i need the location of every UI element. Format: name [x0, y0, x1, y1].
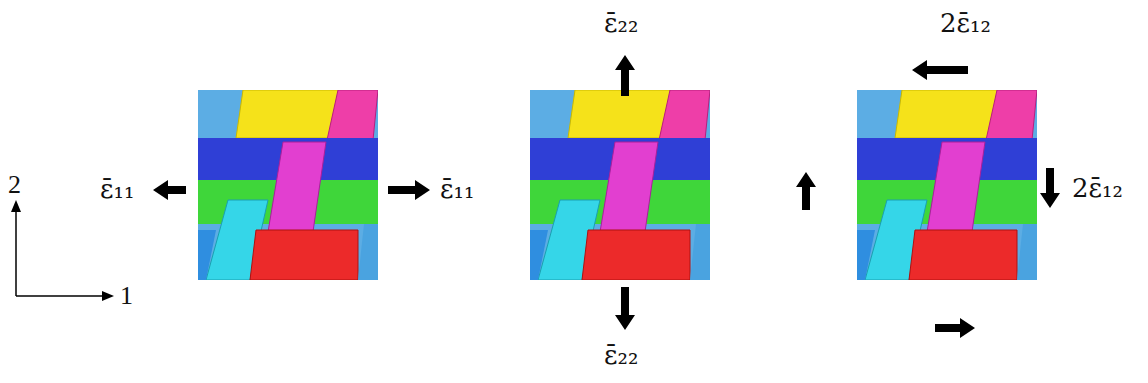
strain-label: 2ε̄₁₂: [940, 10, 991, 36]
strain-label: ε̄₁₁: [440, 176, 474, 202]
strain-label: ε̄₁₁: [100, 176, 134, 202]
axis-label: 1: [120, 283, 133, 309]
strain-label: ε̄₂₂: [604, 10, 638, 36]
axis-label: 2: [8, 172, 21, 198]
strain-label: ε̄₂₂: [604, 342, 638, 368]
strain-label: 2ε̄₁₂: [1072, 175, 1123, 201]
